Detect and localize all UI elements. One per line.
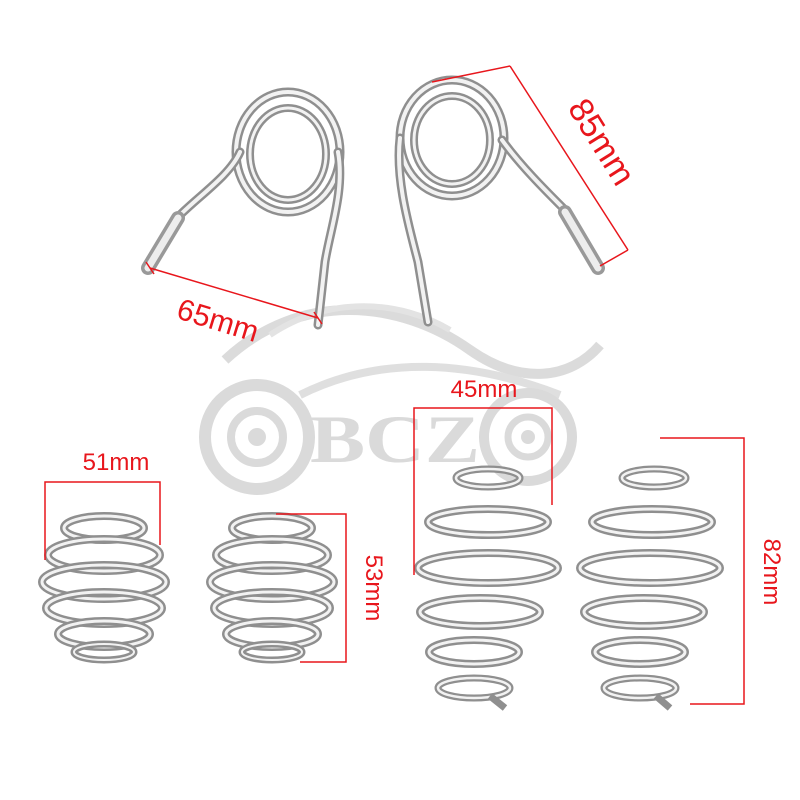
- bracket-height-label: 85mm: [560, 92, 642, 192]
- large-spring-width-dimension: [413, 407, 553, 575]
- seat-bracket-right: [394, 75, 605, 327]
- seat-bracket-left: [141, 87, 345, 330]
- small-spring-width-dimension: [44, 481, 161, 560]
- small-barrel-spring-2: [206, 512, 338, 664]
- bracket-height-dimension: [431, 65, 629, 267]
- bcz-watermark-logo: BCZ: [199, 303, 604, 495]
- large-conical-spring-2: [576, 465, 724, 711]
- bracket-width-label: 65mm: [173, 293, 262, 349]
- small-barrel-spring-1: [38, 512, 170, 664]
- bracket-width-dimension: [145, 261, 323, 325]
- small-spring-width-label: 51mm: [83, 449, 150, 476]
- watermark-right-wheel: [479, 388, 577, 486]
- large-spring-height-dimension: [660, 437, 745, 705]
- watermark-left-wheel: [199, 379, 315, 495]
- small-spring-height-dimension: [276, 513, 347, 663]
- large-spring-width-label: 45mm: [451, 376, 518, 403]
- small-spring-height-label: 53mm: [360, 555, 387, 622]
- watermark-text: BCZ: [310, 401, 480, 477]
- large-conical-spring-1: [414, 465, 562, 711]
- large-spring-height-label: 82mm: [758, 539, 785, 606]
